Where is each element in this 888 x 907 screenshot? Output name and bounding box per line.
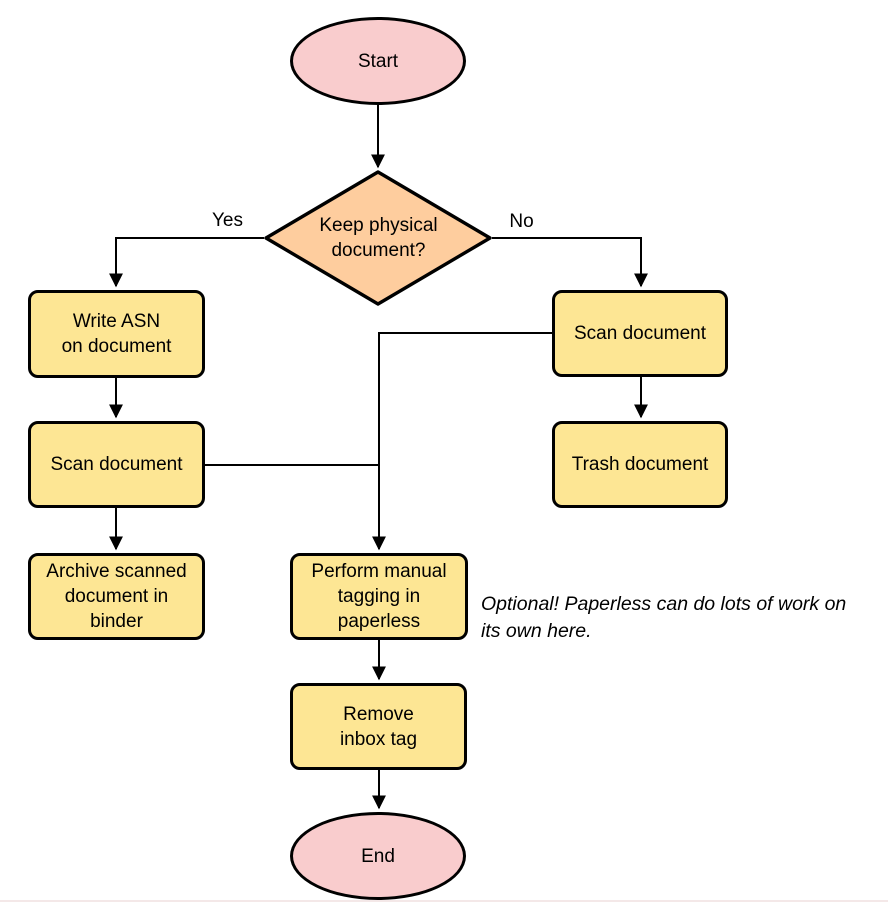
node-start-label: Start: [357, 50, 399, 72]
node-remove-inbox-tag-label: Remove inbox tag: [339, 703, 418, 750]
node-decision-label: Keep physical document?: [319, 215, 438, 261]
edge-label-no: No: [509, 211, 534, 232]
edge-decision-yes-to-write-asn: [109, 237, 264, 288]
node-perform-tagging-label: Perform manual tagging in paperless: [311, 561, 447, 632]
edge-label-yes: Yes: [212, 210, 243, 231]
node-start: Start: [290, 17, 466, 105]
node-archive-document-label: Archive scanned document in binder: [46, 561, 187, 632]
node-scan-document-left-label: Scan document: [50, 454, 183, 475]
edge-scan-right-to-perform-tagging: [372, 332, 552, 551]
node-perform-tagging: Perform manual tagging in paperless: [290, 553, 468, 640]
bottom-rule: [0, 900, 888, 902]
node-trash-document-label: Trash document: [571, 454, 709, 475]
edge-decision-no-to-scan-right: [492, 237, 648, 288]
node-remove-inbox-tag: Remove inbox tag: [290, 683, 467, 770]
node-scan-document-right: Scan document: [552, 290, 728, 377]
node-scan-document-left: Scan document: [28, 421, 205, 508]
node-end: End: [290, 812, 466, 900]
annotation-optional-note: Optional! Paperless can do lots of work …: [481, 593, 847, 642]
node-scan-document-right-label: Scan document: [573, 323, 707, 344]
node-end-label: End: [361, 845, 395, 867]
node-write-asn: Write ASN on document: [28, 290, 205, 378]
node-archive-document: Archive scanned document in binder: [28, 553, 205, 640]
node-write-asn-label: Write ASN on document: [61, 311, 172, 357]
node-trash-document: Trash document: [552, 421, 728, 508]
